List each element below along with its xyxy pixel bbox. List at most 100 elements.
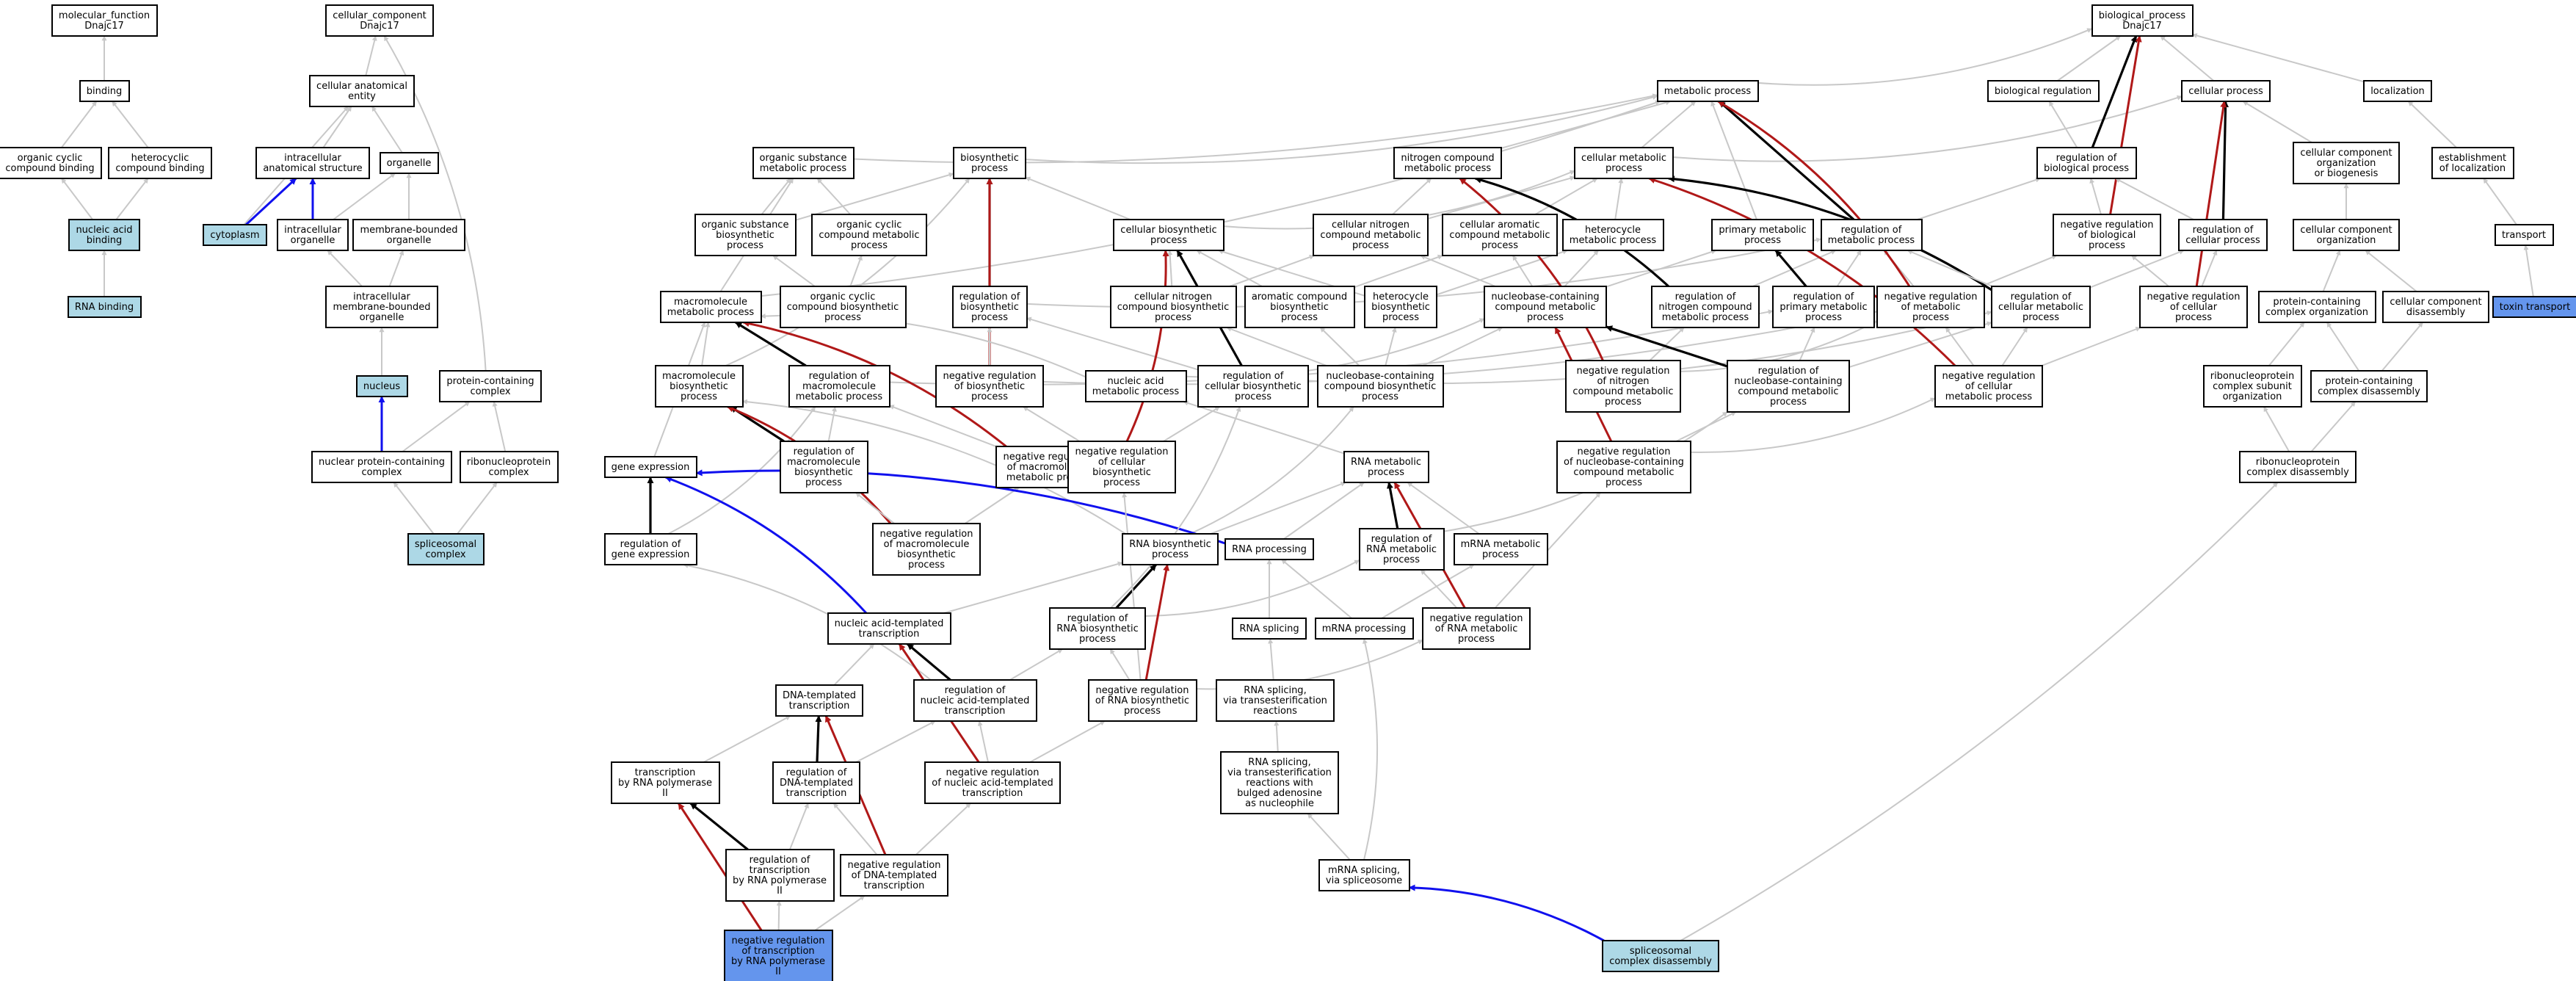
edge-regulates bbox=[1606, 325, 1728, 368]
go-term-label-line: compound metabolic bbox=[1573, 467, 1674, 478]
edge-is-a bbox=[1026, 316, 1199, 371]
go-term-label-line: process bbox=[971, 391, 1008, 402]
go-term-label-line: transcription bbox=[635, 767, 696, 778]
edge-is-a bbox=[1757, 28, 2093, 86]
edge-is-a bbox=[1163, 406, 1221, 442]
go-term-box bbox=[604, 533, 697, 565]
edge-regulates bbox=[2221, 101, 2229, 220]
go-term-label-line: cellular component bbox=[2300, 225, 2392, 236]
go-term-label-line: spliceosomal bbox=[1630, 946, 1691, 957]
edge-is-a bbox=[1427, 175, 1575, 220]
go-term-label-line: process bbox=[1458, 634, 1495, 645]
go-term-label-line: of DNA-templated bbox=[852, 870, 937, 881]
edge-is-a bbox=[1319, 327, 1360, 366]
go-term-label-line: molecular_function bbox=[59, 10, 150, 21]
go-term-label-line: process bbox=[1152, 549, 1189, 560]
edge-is-a bbox=[849, 255, 863, 287]
go-term-box bbox=[2239, 451, 2357, 483]
edge-is-a bbox=[2483, 178, 2517, 225]
edge-is-a bbox=[2242, 101, 2312, 143]
go-term-label-line: metabolic process bbox=[1404, 163, 1492, 174]
edge-is-a bbox=[1422, 327, 1503, 366]
go-term-box bbox=[811, 214, 927, 256]
go-term-box bbox=[1772, 286, 1875, 328]
go-term-node-tt: toxin transport bbox=[2492, 296, 2576, 318]
edge-is-a bbox=[1023, 406, 1081, 442]
go-term-box bbox=[1442, 214, 1558, 256]
go-term-label-line: organelle bbox=[360, 312, 404, 323]
edge-is-a bbox=[2201, 250, 2218, 287]
edge-is-a bbox=[1196, 250, 1263, 287]
go-term-label-line: biological regulation bbox=[1995, 86, 2091, 97]
go-term-box bbox=[1113, 219, 1224, 251]
edge-is-a bbox=[1641, 101, 1697, 148]
go-term-label-line: nucleic acid bbox=[76, 225, 132, 236]
go-term-label-line: of RNA biosynthetic bbox=[1095, 695, 1189, 706]
go-term-label-line: negative regulation bbox=[1075, 446, 1168, 457]
go-term-label-line: organelle bbox=[291, 235, 335, 246]
go-term-box bbox=[277, 219, 349, 251]
go-term-box bbox=[952, 286, 1028, 328]
go-term-label-line: complex bbox=[488, 467, 529, 478]
go-term-box bbox=[1454, 533, 1548, 565]
edge-negatively-regulates bbox=[1717, 100, 1911, 287]
go-term-label-line: nucleus bbox=[363, 381, 400, 392]
go-term-label-line: binding bbox=[87, 235, 122, 246]
go-term-label-line: or biogenesis bbox=[2315, 168, 2379, 179]
edge-is-a bbox=[388, 250, 404, 287]
go-term-label-line: of biosynthetic bbox=[954, 381, 1025, 392]
go-term-node-mrnap: mRNA processing bbox=[1315, 618, 1414, 640]
go-term-label-line: process bbox=[1103, 477, 1140, 488]
edge-negatively-regulates bbox=[1144, 564, 1170, 681]
go-term-box bbox=[1122, 533, 1219, 565]
edge-is-a bbox=[816, 178, 852, 215]
edge-is-a bbox=[2160, 35, 2215, 82]
go-term-label-line: negative regulation bbox=[1576, 366, 1669, 377]
go-term-box bbox=[1393, 147, 1502, 179]
go-term-box bbox=[68, 219, 140, 251]
go-term-box bbox=[1602, 940, 1719, 972]
go-term-box bbox=[772, 761, 860, 804]
go-term-box bbox=[460, 451, 559, 483]
go-term-label-line: organization bbox=[2317, 235, 2376, 246]
go-term-label-line: compound metabolic bbox=[1449, 230, 1550, 241]
go-term-box bbox=[604, 456, 697, 478]
go-term-box bbox=[2431, 147, 2514, 179]
go-term-label-line: mRNA splicing, bbox=[1328, 865, 1400, 876]
go-term-label-line: of biological bbox=[2078, 230, 2136, 241]
edge-is-a bbox=[1606, 249, 1717, 288]
edge-negatively-regulates bbox=[1459, 177, 1604, 361]
go-term-label-line: cellular anatomical bbox=[316, 81, 407, 92]
go-term-node-rnbccmp: regulation ofnucleobase-containingcompou… bbox=[1727, 360, 1850, 413]
go-term-label-line: compound biosynthetic bbox=[1324, 381, 1437, 392]
go-term-label-line: ribonucleoprotein bbox=[2210, 371, 2295, 382]
go-term-label-line: metabolic process bbox=[1092, 386, 1180, 397]
go-term-label-line: process bbox=[908, 560, 945, 571]
go-term-label-line: macromolecule bbox=[787, 457, 860, 468]
go-term-label-line: biosynthetic bbox=[1270, 302, 1329, 313]
go-term-label-line: organic substance bbox=[760, 153, 847, 164]
go-term-node-cytoplasm: cytoplasm bbox=[203, 224, 267, 246]
go-term-label-line: cellular nitrogen bbox=[1134, 292, 1212, 303]
go-term-box bbox=[1343, 451, 1429, 483]
go-term-box bbox=[1565, 360, 1681, 413]
edge-is-a bbox=[701, 322, 711, 366]
go-term-label-line: complex organization bbox=[2265, 307, 2368, 318]
go-term-label-line: RNA splicing, bbox=[1248, 757, 1310, 768]
go-term-label-line: cellular_component bbox=[333, 10, 427, 21]
go-term-label-line: negative regulation bbox=[1095, 685, 1189, 696]
edge-is-a bbox=[795, 172, 954, 221]
go-term-node-rmbp: regulation ofmacromoleculebiosyntheticpr… bbox=[780, 441, 868, 493]
go-term-label-line: negative regulation bbox=[731, 935, 824, 946]
edge-is-a bbox=[964, 487, 1020, 524]
